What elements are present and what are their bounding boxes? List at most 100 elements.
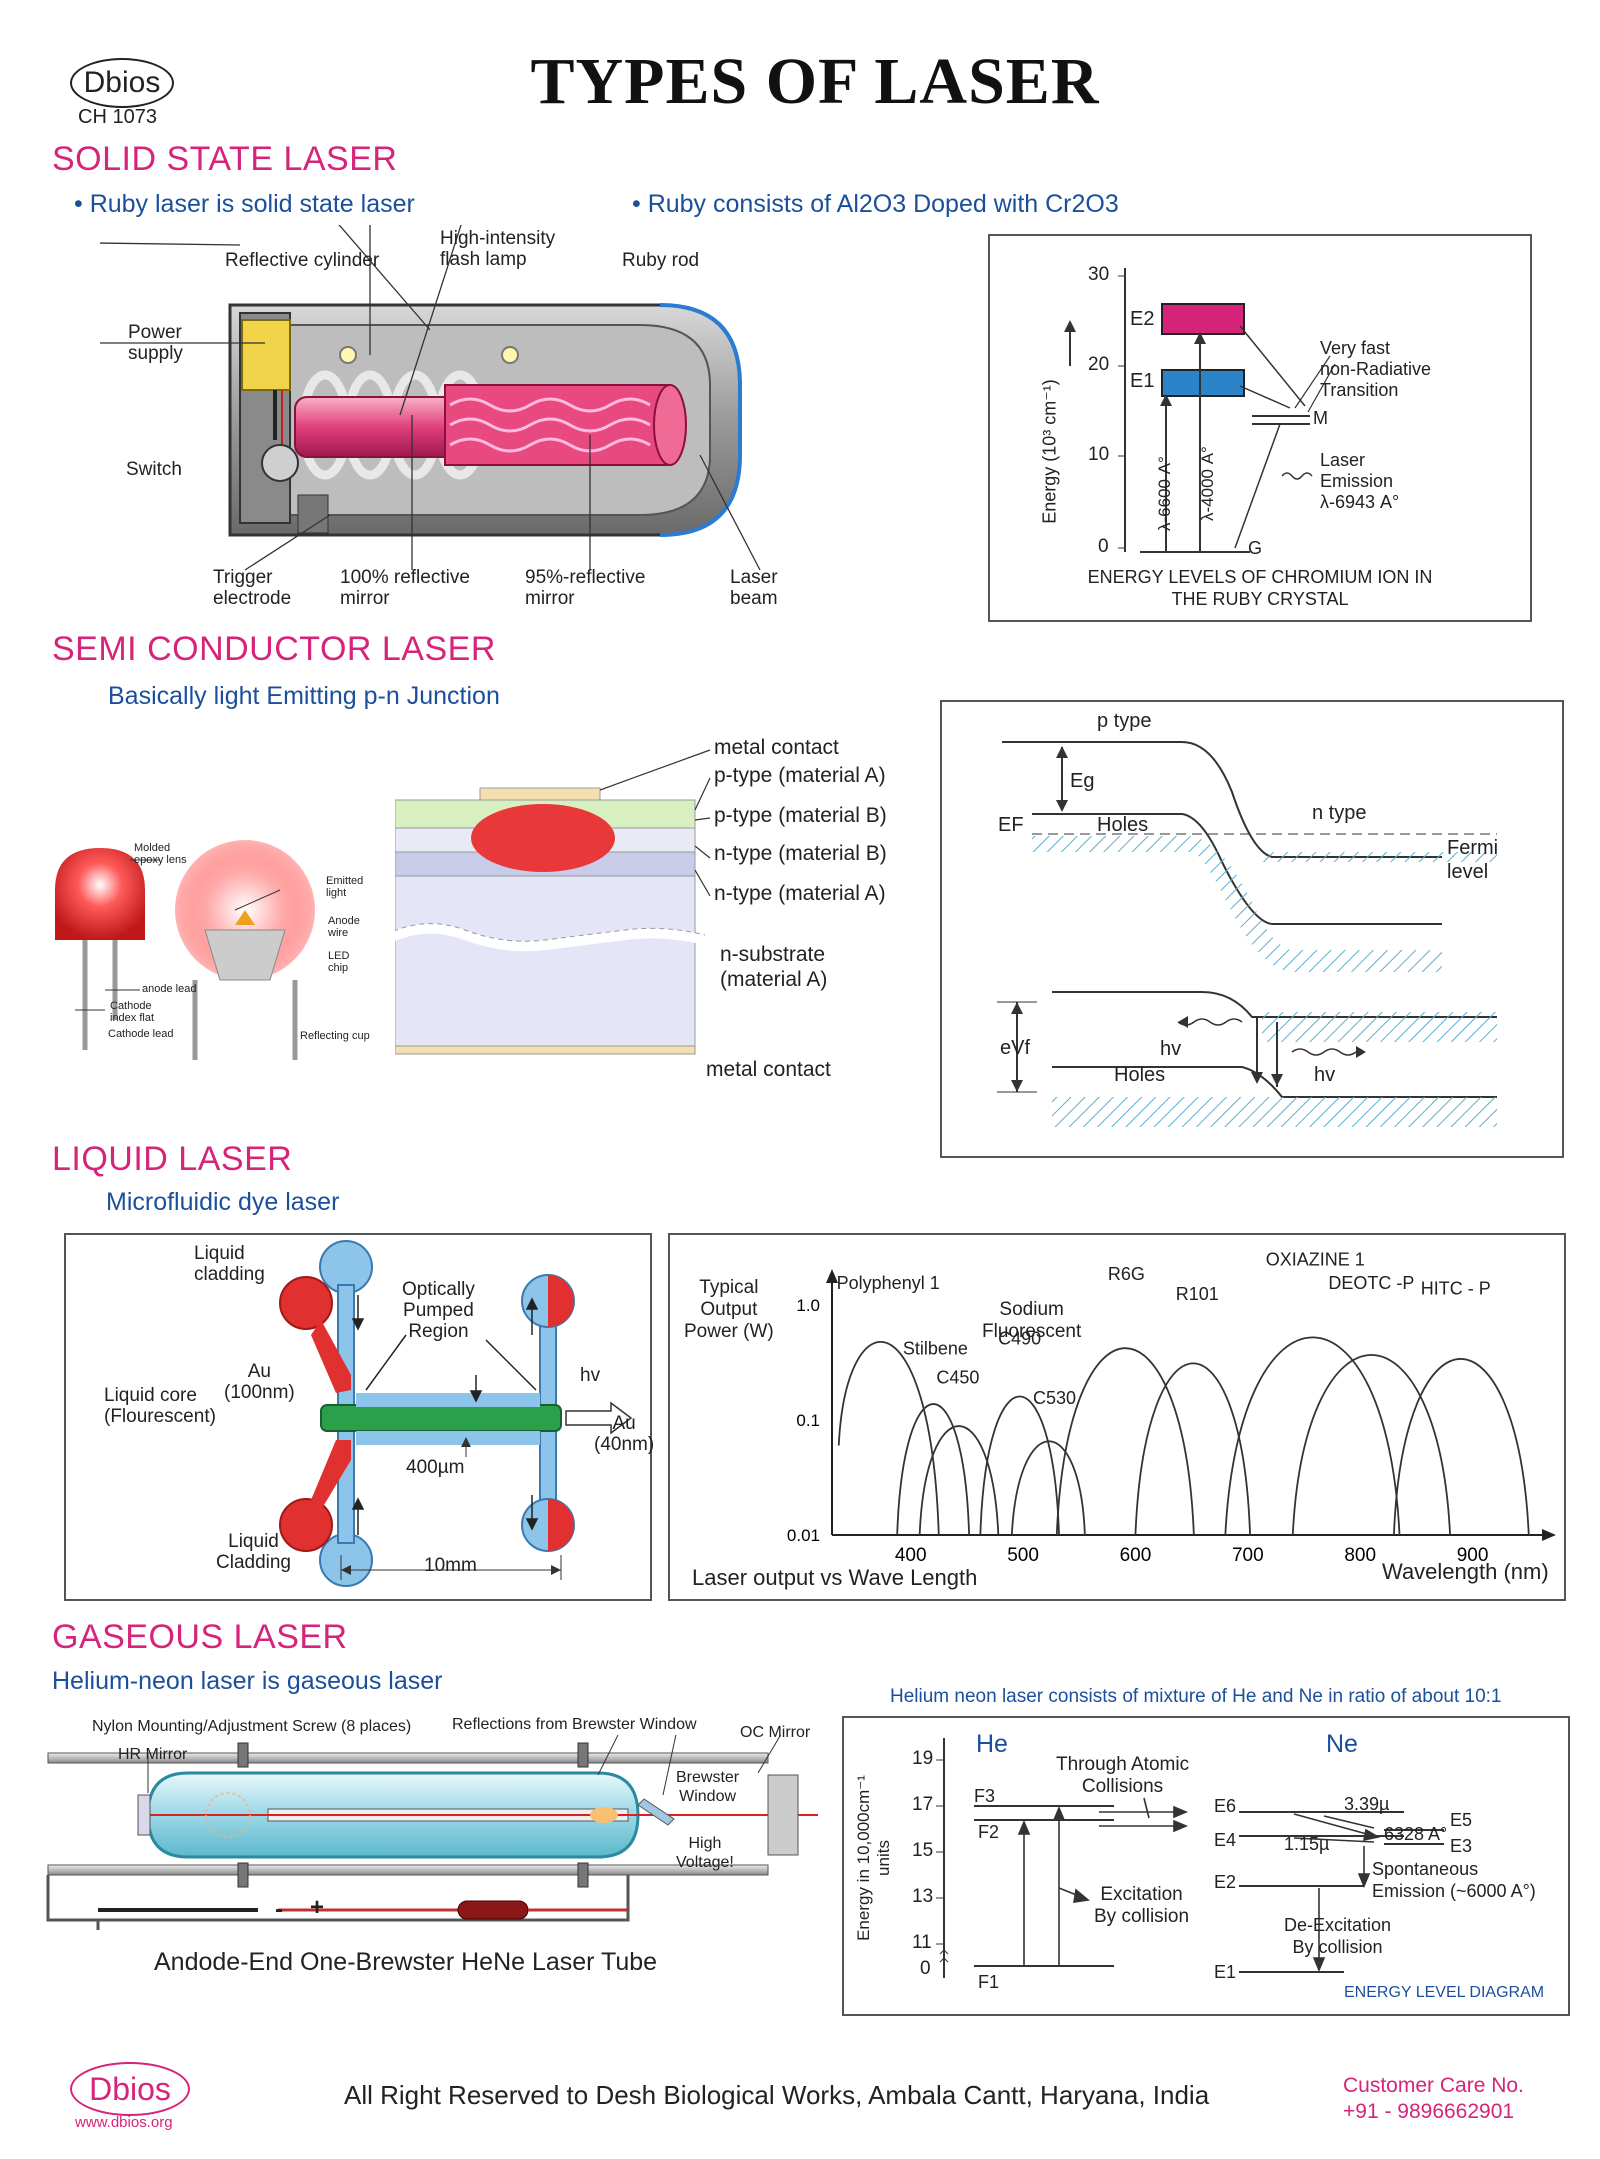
series-curve-2	[918, 1425, 1000, 1536]
footer-phone: +91 - 9896662901	[1343, 2100, 1515, 2123]
ruby-leader-lines	[100, 225, 761, 571]
series-label-5: R6G	[1108, 1264, 1145, 1284]
layer-p-type-a: p-type (material A)	[714, 764, 886, 787]
solid-state-heading: SOLID STATE LASER	[52, 140, 398, 178]
band-hv-left: hv	[1160, 1038, 1182, 1060]
tube-label-oc-mirror: OC Mirror	[740, 1724, 811, 1741]
hene-e4: E4	[1214, 1830, 1237, 1850]
ruby-laser-diagram	[100, 225, 761, 571]
y-tick-0: 1.0	[796, 1296, 820, 1315]
hene-tick-19: 19	[912, 1748, 934, 1769]
hene-top-note: Helium neon laser consists of mixture of…	[890, 1686, 1502, 1707]
label-switch: Switch	[126, 459, 182, 480]
series-curve-6	[1134, 1362, 1251, 1536]
lamp-electrodes	[339, 346, 519, 364]
gaseous-heading: GASEOUS LASER	[52, 1618, 348, 1656]
ruby-tick-20: 20	[1088, 354, 1110, 375]
ruby-rod	[294, 384, 687, 466]
x-tick-4: 800	[1344, 1545, 1376, 1566]
semiconductor-heading: SEMI CONDUCTOR LASER	[52, 630, 496, 668]
chip-hv: hv	[580, 1365, 601, 1386]
ruby-tick-10: 10	[1088, 444, 1110, 465]
gaseous-sub: Helium-neon laser is gaseous laser	[52, 1667, 443, 1695]
layer-n-type-a: n-type (material A)	[714, 882, 886, 905]
ruby-e2: E2	[1130, 308, 1155, 330]
hene-6328: 6328 A°	[1384, 1824, 1448, 1844]
hene-diagram-label: ENERGY LEVEL DIAGRAM	[1344, 1984, 1545, 2001]
chip-liquid-core: Liquid core(Flourescent)	[104, 1385, 216, 1427]
chip-au-100: Au(100nm)	[224, 1361, 295, 1403]
chip-au-40: Au(40nm)	[594, 1413, 655, 1455]
y-tick-1: 0.1	[796, 1411, 820, 1430]
hene-e6: E6	[1214, 1796, 1237, 1816]
tube-caption: Andode-End One-Brewster HeNe Laser Tube	[154, 1948, 658, 1976]
band-hv-right: hv	[1314, 1064, 1336, 1086]
hene-tick-0: 0	[920, 1958, 931, 1979]
ruby-level-m: M	[1313, 408, 1328, 428]
label-reflective-cylinder: Reflective cylinder	[225, 250, 380, 271]
ruby-level-g: G	[1248, 538, 1263, 558]
power-supply-box	[241, 319, 329, 534]
y-tick-2: 0.01	[787, 1526, 820, 1545]
series-label-4: C530	[1033, 1388, 1076, 1408]
chart-xlabel: Wavelength (nm)	[1382, 1559, 1549, 1584]
series-label-9: HITC - P	[1421, 1278, 1491, 1298]
x-tick-0: 400	[895, 1545, 927, 1566]
semiconductor-layers	[395, 787, 707, 1055]
layer-metal-top: metal contact	[714, 736, 839, 759]
hene-he: He	[976, 1730, 1008, 1758]
footer-logo-text: Dbios	[89, 2071, 171, 2107]
layer-leaders	[600, 749, 711, 897]
series-label-6: R101	[1176, 1284, 1219, 1304]
hene-tube	[46, 1735, 818, 1930]
hene-f2: F2	[978, 1822, 1000, 1842]
series-curve-4	[1010, 1440, 1086, 1536]
band-ef: EF	[998, 814, 1024, 836]
ruby-lambda-4000: λ-4000 A°	[1198, 446, 1217, 521]
tube-label-hr-mirror: HR Mirror	[118, 1746, 188, 1763]
hene-tick-13: 13	[912, 1886, 934, 1907]
series-curve-9	[1393, 1358, 1530, 1536]
liquid-heading: LIQUID LASER	[52, 1140, 293, 1178]
chip-length: 10mm	[424, 1555, 477, 1576]
ruby-energy-panel: Energy (10³ cm⁻¹) 30 20 10 0 E2 E1 λ-660…	[988, 234, 1532, 622]
ruby-energy-diagram	[1064, 268, 1336, 553]
hene-f1: F1	[978, 1972, 1000, 1992]
footer-url: www.dbios.org	[75, 2114, 173, 2131]
band-evf: eVf	[1000, 1037, 1031, 1059]
series-label-0: Polyphenyl 1	[837, 1273, 940, 1293]
liquid-sub: Microfluidic dye laser	[106, 1188, 340, 1216]
series-curve-0	[837, 1341, 940, 1536]
footer-care: Customer Care No.	[1343, 2074, 1524, 2097]
series-label-2: C450	[936, 1368, 979, 1388]
footer-rights: All Right Reserved to Desh Biological Wo…	[344, 2080, 1210, 2110]
hene-f3: F3	[974, 1786, 996, 1806]
dbios-logo: Dbios	[70, 58, 174, 108]
ruby-lambda-6600: λ-6600 A°	[1155, 456, 1174, 531]
hene-energy-diagram	[936, 1738, 1444, 1978]
led-label-reflecting-cup: Reflecting cup	[300, 1030, 370, 1042]
hene-339: 3.39µ	[1344, 1794, 1390, 1814]
series-label-3: C490	[998, 1328, 1041, 1348]
layer-n-type-b: n-type (material B)	[714, 842, 887, 865]
led-label-cathode-lead: Cathode lead	[108, 1028, 174, 1040]
led-label-anode-lead: anode lead	[142, 983, 197, 995]
